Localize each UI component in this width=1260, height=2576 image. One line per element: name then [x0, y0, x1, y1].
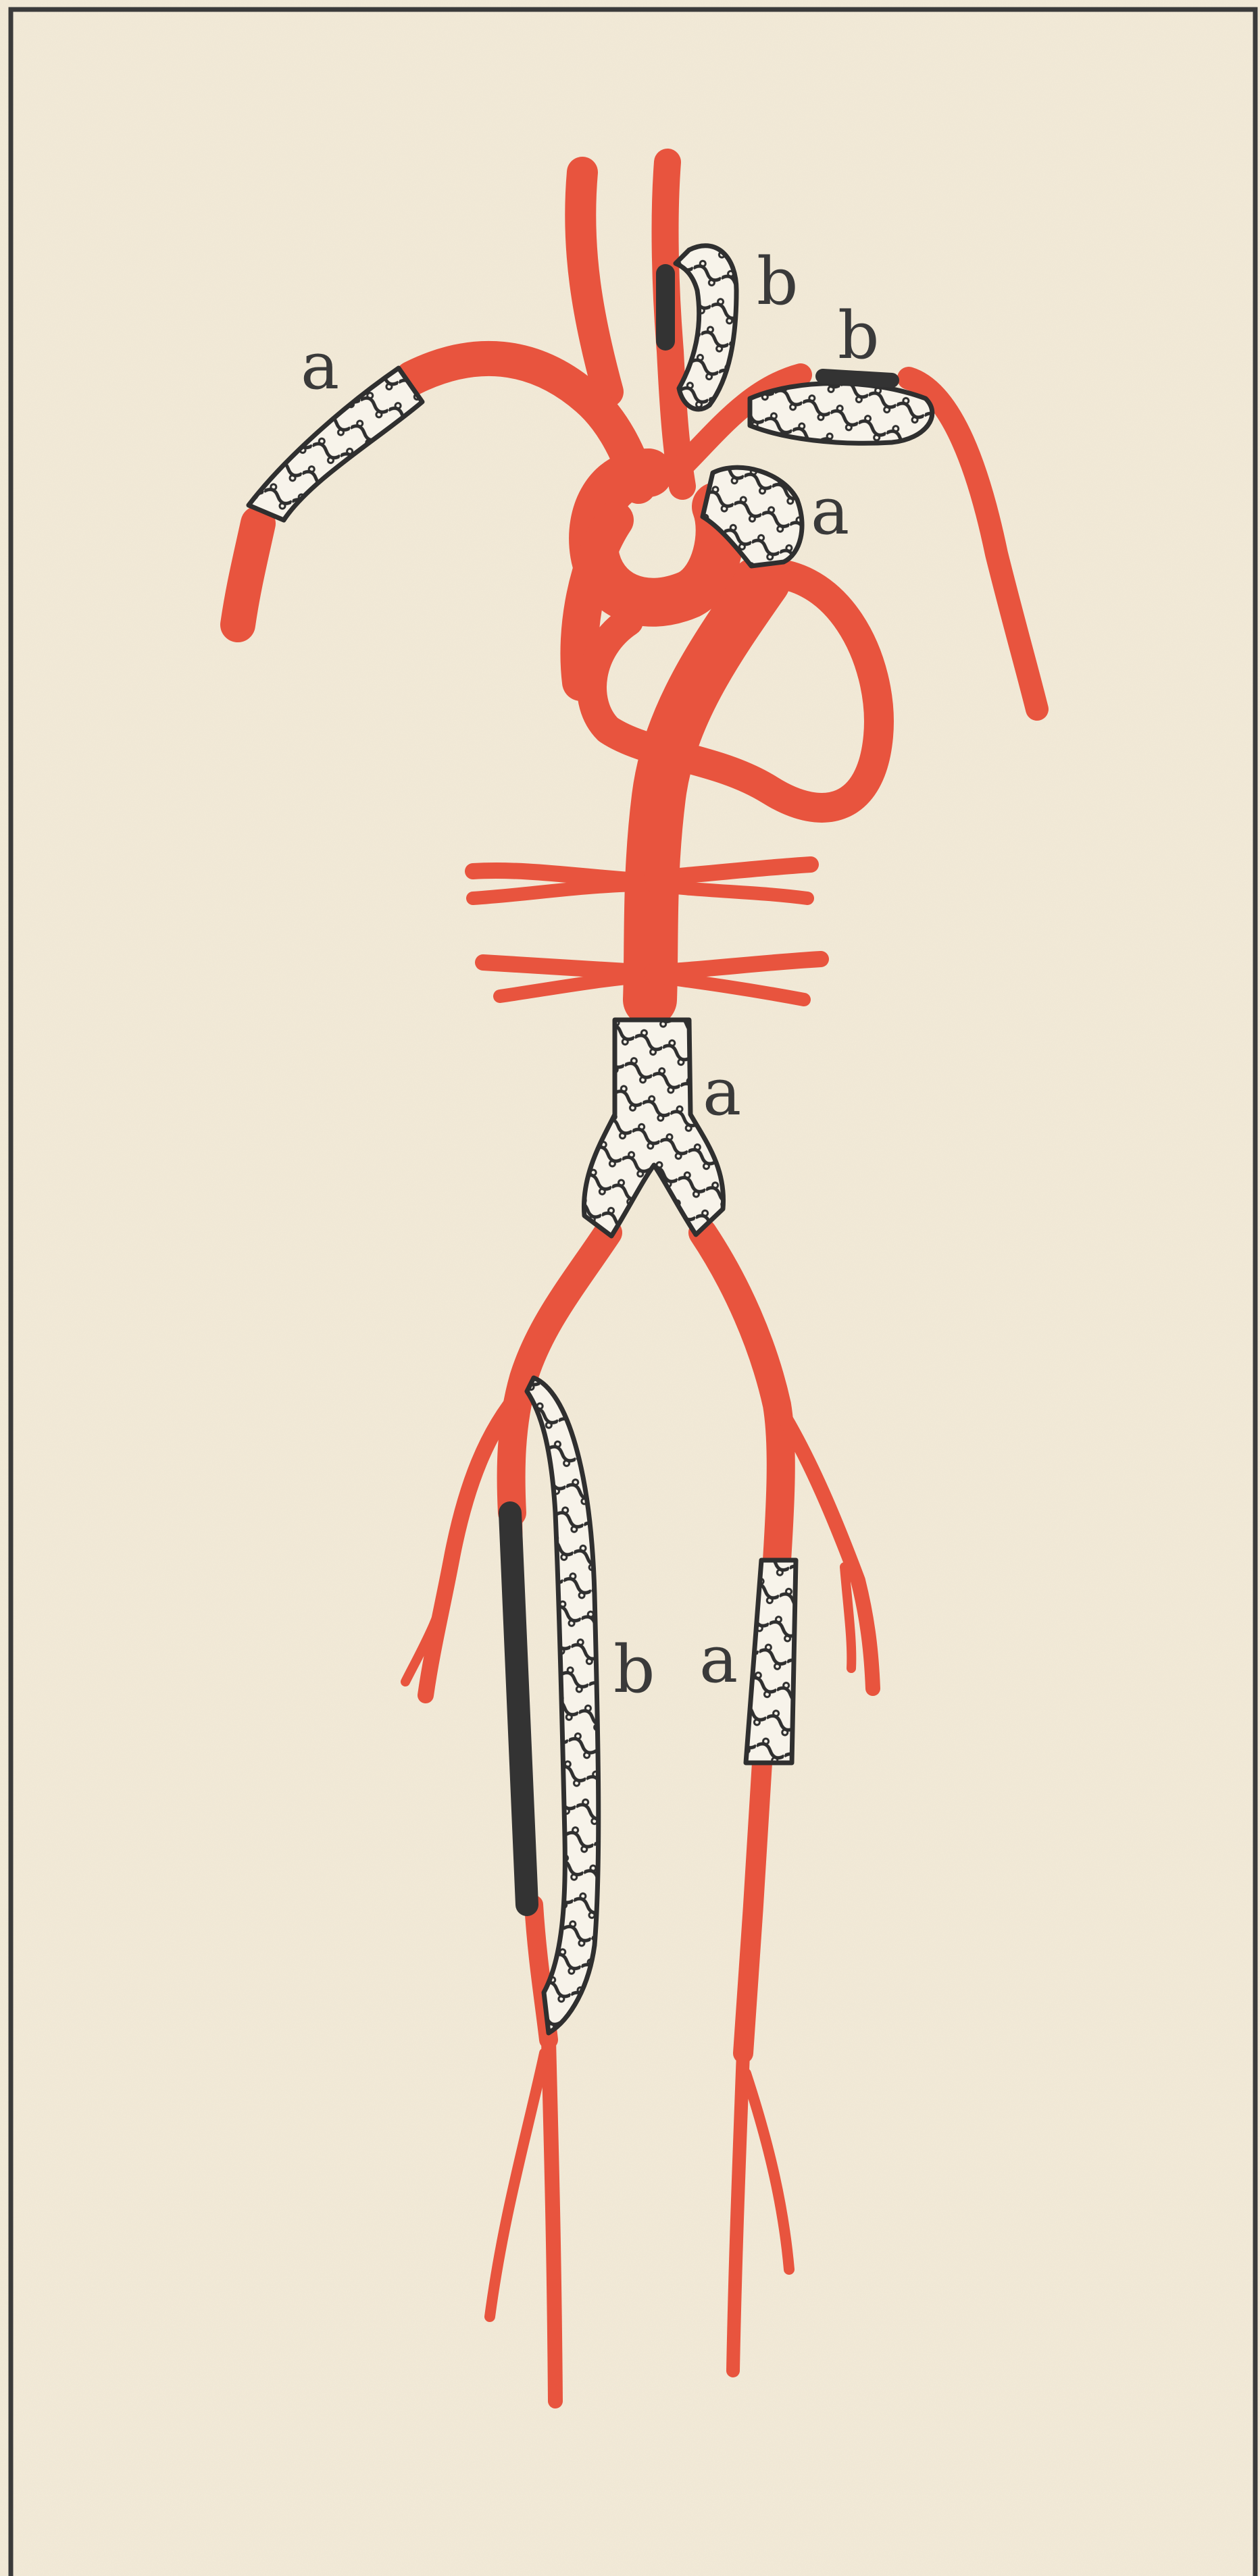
label-a-femoral: a — [699, 1622, 738, 1697]
subclavian-ligature — [823, 376, 892, 380]
label-b-carotid: b — [757, 244, 798, 319]
label-a-bifurcation: a — [703, 1054, 741, 1130]
label-a-subclavian: a — [301, 328, 339, 404]
label-a-arch: a — [811, 473, 849, 549]
label-b-subclavian: b — [838, 298, 879, 373]
label-b-femoropopliteal: b — [613, 1632, 655, 1707]
subclavian-bypass-graft — [750, 384, 932, 444]
right-axillary-artery — [238, 523, 258, 625]
right-tibial-artery — [549, 2040, 555, 2401]
lower-branch-left — [483, 962, 649, 973]
